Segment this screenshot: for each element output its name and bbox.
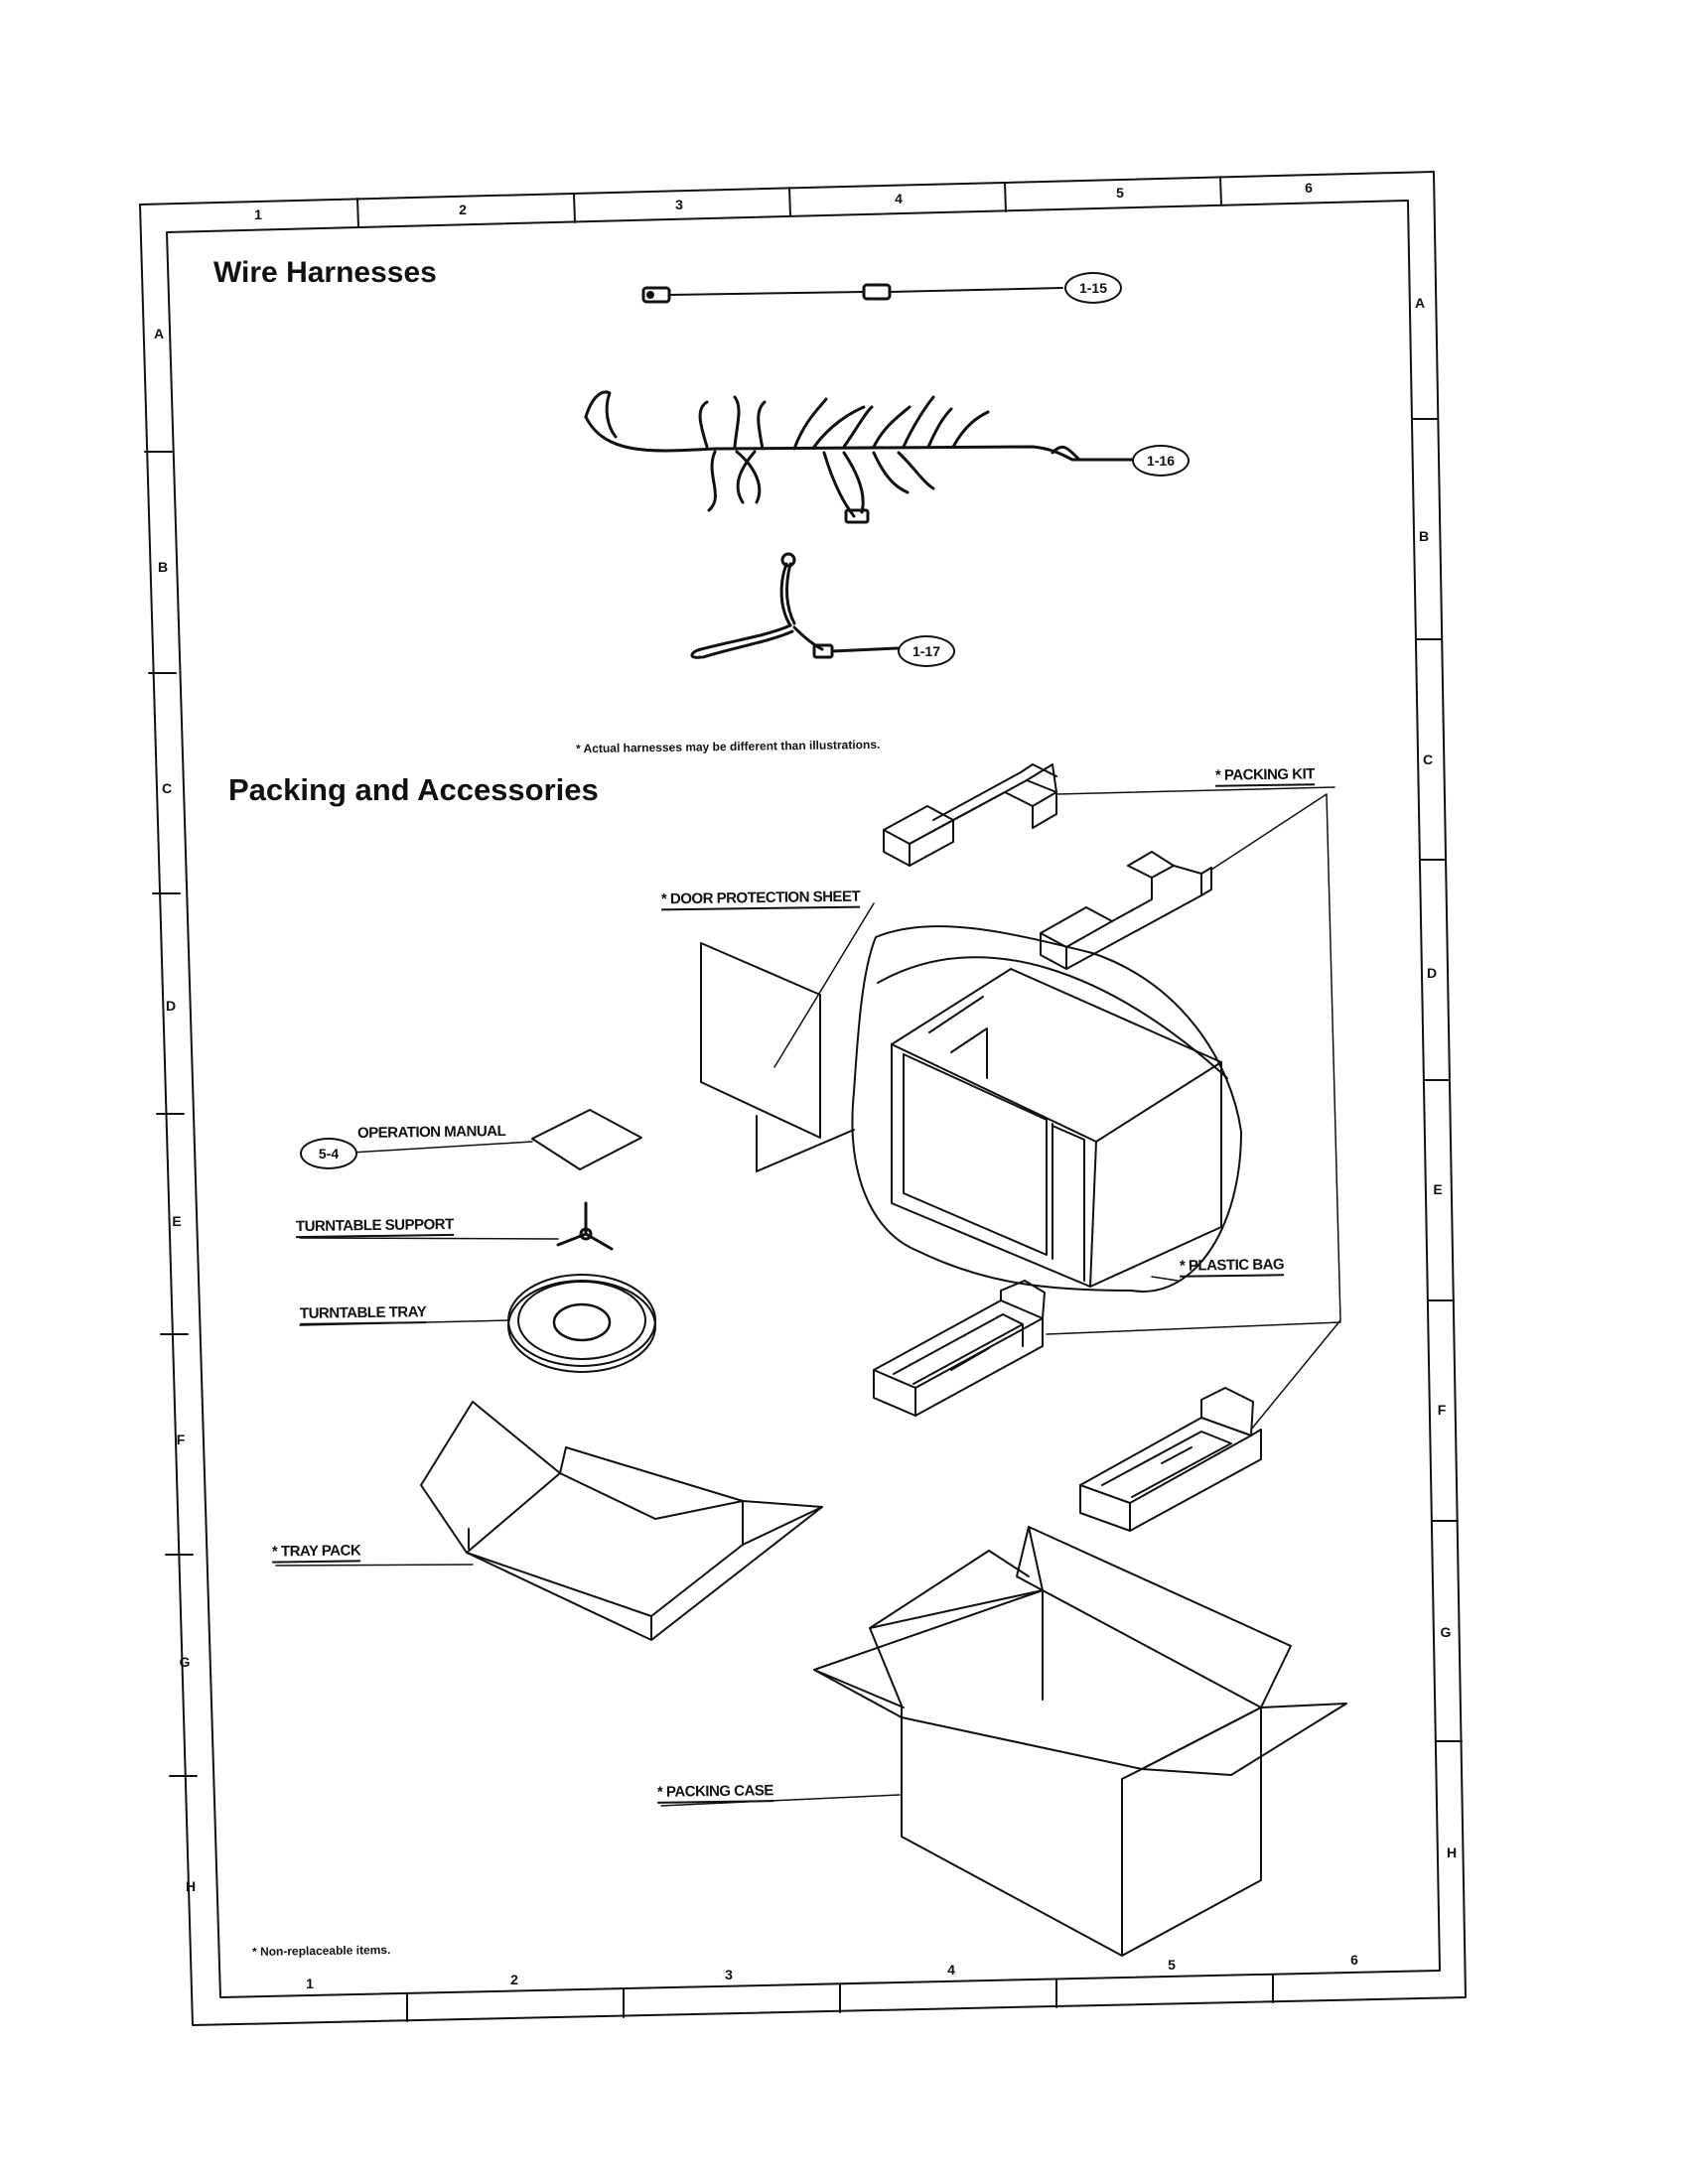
grid-row-right-c: C	[1422, 751, 1434, 767]
grid-row-left-f: F	[176, 1432, 186, 1447]
turntable-tray-drawing	[507, 1274, 656, 1373]
label-door-protection-sheet: * DOOR PROTECTION SHEET	[660, 887, 861, 911]
grid-row-left-h: H	[185, 1878, 197, 1894]
left-border-ticks	[144, 451, 198, 1777]
non-replaceable-note: * Non-replaceable items.	[251, 1943, 391, 1959]
grid-col-bottom-6: 6	[1350, 1952, 1358, 1968]
label-packing-case: * PACKING CASE	[656, 1782, 774, 1804]
door-protection-sheet-drawing	[700, 942, 821, 1139]
packing-case-drawing	[813, 1526, 1347, 1957]
bottom-border-ticks	[406, 1974, 1274, 2022]
tray-pack-drawing	[420, 1401, 823, 1641]
label-plastic-bag: * PLASTIC BAG	[1179, 1256, 1285, 1278]
callout-1-17: 1-17	[898, 635, 955, 667]
operation-manual-drawing	[531, 1109, 642, 1170]
grid-col-top-1: 1	[254, 206, 262, 222]
grid-row-left-a: A	[153, 326, 165, 341]
grid-row-right-a: A	[1414, 295, 1426, 311]
label-turntable-support: TURNTABLE SUPPORT	[295, 1215, 454, 1239]
grid-col-top-6: 6	[1305, 180, 1313, 196]
grid-col-bottom-4: 4	[947, 1962, 955, 1978]
grid-row-right-g: G	[1440, 1624, 1452, 1640]
grid-row-right-f: F	[1437, 1402, 1447, 1418]
harness-1-16-drawing	[584, 390, 1134, 524]
grid-col-bottom-1: 1	[306, 1976, 314, 1991]
callout-5-4: 5-4	[300, 1138, 357, 1169]
microwave-plastic-bag	[851, 925, 1242, 1293]
grid-col-bottom-2: 2	[510, 1972, 518, 1987]
callout-1-15: 1-15	[1064, 272, 1122, 304]
label-turntable-tray: TURNTABLE TRAY	[299, 1303, 427, 1325]
inner-frame	[166, 200, 1441, 1998]
leader-lines	[275, 786, 1341, 1807]
callout-1-16: 1-16	[1132, 445, 1190, 477]
grid-row-left-d: D	[165, 998, 177, 1014]
grid-col-top-2: 2	[459, 202, 467, 217]
grid-col-top-4: 4	[895, 191, 903, 206]
turntable-support-drawing	[556, 1201, 614, 1251]
grid-row-right-d: D	[1426, 965, 1438, 981]
grid-col-top-5: 5	[1116, 185, 1124, 201]
grid-row-right-e: E	[1433, 1181, 1443, 1197]
grid-row-right-b: B	[1418, 528, 1430, 544]
label-operation-manual: OPERATION MANUAL	[356, 1122, 506, 1143]
wire-harnesses-title: Wire Harnesses	[213, 256, 437, 289]
label-tray-pack: * TRAY PACK	[271, 1542, 361, 1564]
grid-row-left-e: E	[172, 1213, 182, 1229]
right-border-ticks	[1411, 418, 1463, 1742]
label-packing-kit: * PACKING KIT	[1214, 765, 1316, 787]
grid-col-bottom-3: 3	[725, 1967, 733, 1982]
top-border-ticks	[356, 176, 1222, 228]
grid-row-left-c: C	[161, 780, 173, 796]
grid-row-left-g: G	[179, 1654, 191, 1670]
grid-col-bottom-5: 5	[1168, 1957, 1176, 1973]
harness-1-15-drawing	[641, 283, 1063, 304]
grid-row-right-h: H	[1446, 1844, 1458, 1860]
grid-row-left-b: B	[157, 559, 169, 575]
packing-kit-top	[883, 763, 1212, 970]
harness-1-17-drawing	[690, 552, 900, 659]
packing-accessories-title: Packing and Accessories	[228, 772, 599, 807]
packing-kit-bottom	[873, 1280, 1262, 1532]
grid-col-top-3: 3	[675, 197, 683, 212]
outer-frame	[139, 171, 1467, 2026]
